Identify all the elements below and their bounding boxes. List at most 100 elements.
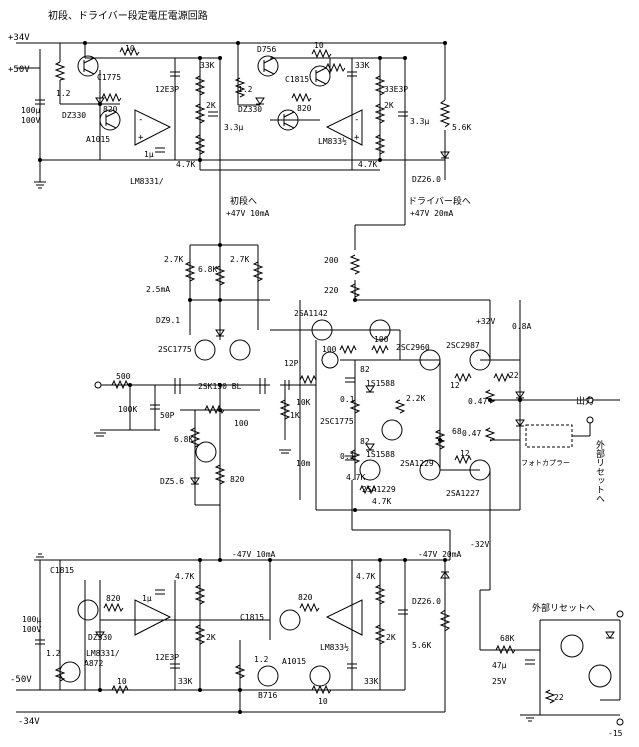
top-opamp-right: - + [325, 109, 363, 146]
label-bot-2k-b: 2K [386, 633, 396, 642]
amp-fet-pair [174, 378, 266, 394]
label-amp-100-src: 100 [234, 419, 249, 428]
top-resistors [54, 46, 451, 155]
top-transistor-driver [277, 109, 299, 131]
label-top-r10b: 10 [314, 41, 324, 50]
label-bot-cap-a: 100μ [22, 615, 41, 624]
top-ground-symbols [34, 181, 46, 189]
label-bot-5k6: 5.6K [412, 641, 431, 650]
label-amp-200: 200 [324, 256, 339, 265]
label-reset-heading: 外部リセットへ [532, 602, 595, 614]
label-reset-22: 22 [554, 693, 564, 702]
svg-text:+: + [354, 133, 360, 143]
label-top-r820b: 820 [297, 104, 312, 113]
top-opamp-left: - + [134, 109, 172, 146]
label-amp-6k8-a: 6.8K [198, 265, 217, 274]
label-amp-p32: +32V [476, 317, 495, 326]
heading-to-driver: ドライバー段へ [408, 195, 471, 207]
top-transistor-d756 [257, 55, 279, 77]
label-amp-12-b: 12 [460, 449, 470, 458]
label-top-r12b: 1.2 [238, 85, 253, 94]
label-amp-1s1588-b: 1S1588 [366, 450, 395, 459]
label-bot-m47-left: -47V 10mA [232, 550, 276, 559]
label-top-c1775: C1775 [97, 73, 121, 82]
label-amp-2sa1227: 2SA1227 [446, 489, 480, 498]
label-amp-m32: -32V [470, 540, 489, 549]
label-amp-22k: 2.2K [406, 394, 425, 403]
label-bot-b716: B716 [258, 691, 277, 700]
label-amp-12p: 12P [284, 359, 299, 368]
label-top-a1015: A1015 [86, 135, 110, 144]
top-capacitors [35, 71, 408, 153]
label-bot-r12a: 1.2 [46, 649, 61, 658]
label-top-cap-b: 100V [21, 116, 40, 125]
label-top-p34: +34V [8, 33, 30, 43]
label-reset-47u: 47μ [492, 661, 507, 670]
label-bot-opamp-b: LM833½ [320, 642, 349, 652]
label-bot-33k: 33K [178, 677, 193, 686]
label-amp-2sc1775: 2SC1775 [158, 345, 192, 354]
label-bot-m50: -50V [10, 675, 32, 685]
top-zener-diodes [95, 97, 450, 159]
label-amp-2sk150: 2SK150 BL [198, 382, 242, 391]
label-amp-2sc2960: 2SC2960 [396, 343, 430, 352]
label-bot-dz26: DZ26.0 [412, 597, 441, 606]
bottom-opamps [134, 599, 363, 636]
label-top-c1815: C1815 [285, 75, 309, 84]
label-top-r12a: 1.2 [56, 89, 71, 98]
label-bot-zd-a: DZ330 [88, 633, 112, 642]
label-amp-08a: 0.8A [512, 322, 531, 331]
label-top-zd-b: DZ330 [238, 105, 262, 114]
label-bot-r10b: 10 [318, 697, 328, 706]
label-bot-a872: A872 [84, 659, 103, 668]
label-amp-50p: 50P [160, 411, 175, 420]
label-amp-100-b: 100 [374, 335, 389, 344]
label-amp-2k7-a: 2.7K [164, 255, 183, 264]
label-top-33u-b: 3.3μ [410, 117, 429, 126]
label-top-47k-a: 4.7K [176, 160, 195, 169]
label-top-47k-b: 4.7K [358, 160, 377, 169]
label-bot-47k-b: 4.7K [356, 572, 375, 581]
label-top-33k-b: 33K [355, 61, 370, 70]
label-amp-dz56: DZ5.6 [160, 477, 184, 486]
label-bot-c1815-a: C1815 [50, 566, 74, 575]
label-amp-1s1588-a: 1S1588 [366, 379, 395, 388]
amp-grounds [94, 429, 291, 454]
reset-transistors [560, 634, 612, 688]
label-top-p50: +50V [8, 65, 30, 75]
label-amp-10k: 10K [296, 398, 311, 407]
label-top-opamp-a: LM8331/ [130, 177, 164, 186]
label-bot-r10a: 10 [117, 677, 127, 686]
label-ext-reset-vertical: 外部リセットへ [594, 439, 605, 503]
reset-wiring [479, 500, 621, 716]
label-amp-2sa1229-b: 2SA1229 [400, 459, 434, 468]
label-photocoupler: フォトカプラー [521, 459, 570, 467]
label-top-5k6: 5.6K [452, 123, 471, 132]
amp-resistors [111, 254, 511, 495]
label-top-1u: 1μ [144, 150, 154, 159]
reset-terminals [616, 610, 624, 726]
amp-junction-dots [128, 243, 522, 512]
label-amp-01-b: 0.1 [340, 452, 355, 461]
label-bot-m34: -34V [18, 717, 40, 727]
label-reset-m15: -15 [608, 729, 623, 738]
label-top-33u-a: 3.3μ [224, 123, 243, 132]
label-top-opamp-b: LM833½ [318, 136, 347, 146]
label-top-33p: 33E3P [384, 85, 408, 94]
label-amp-68: 68 [452, 427, 462, 436]
schematic-title: 初段、ドライバー段定電圧電源回路 [48, 9, 208, 22]
label-bot-c1815-b: C1815 [240, 613, 264, 622]
label-bot-r820a: 820 [106, 594, 121, 603]
label-amp-100k-in: 100K [118, 405, 137, 414]
label-amp-500: 500 [116, 372, 131, 381]
label-bot-r12b: 1.2 [254, 655, 269, 664]
bottom-ground-symbols [34, 553, 46, 561]
label-amp-220: 220 [324, 286, 339, 295]
label-reset-68k: 68K [500, 634, 515, 643]
label-top-2k-b: 2K [384, 101, 394, 110]
label-amp-01-a: 0.1 [340, 395, 355, 404]
label-amp-047-b: 0.47 [462, 429, 481, 438]
svg-text:-: - [138, 115, 143, 125]
label-top-r820a: 820 [103, 105, 118, 114]
